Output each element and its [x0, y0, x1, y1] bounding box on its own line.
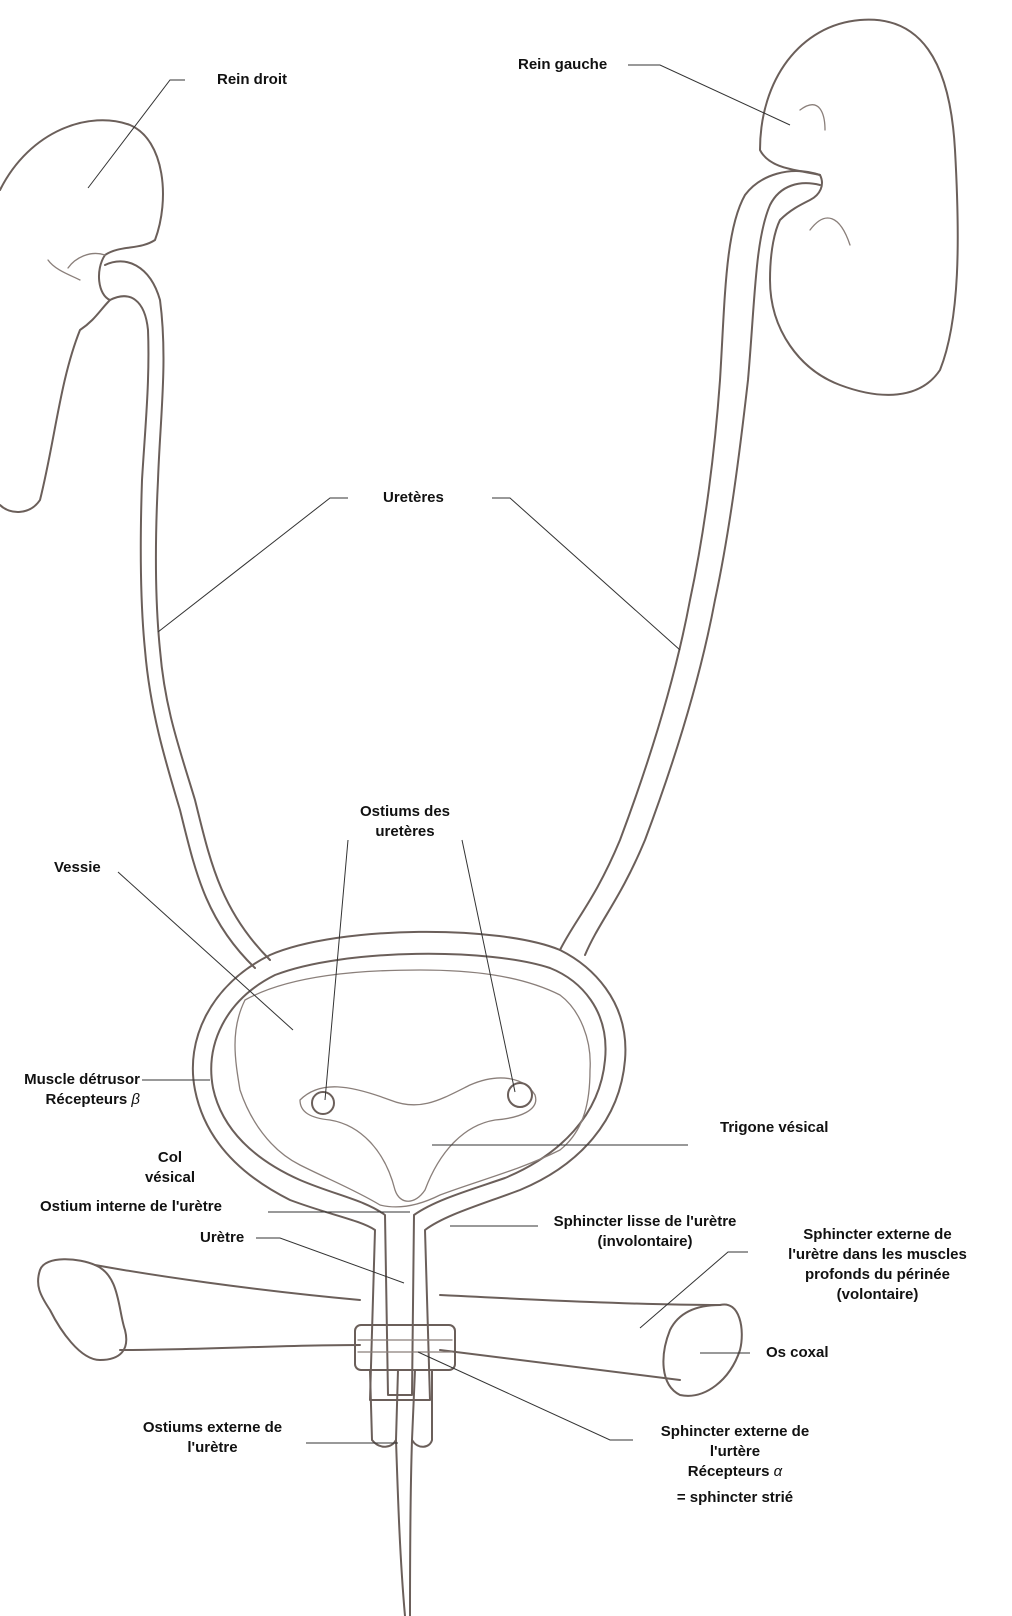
label-ureteres: Uretères	[383, 488, 444, 508]
label-col-line2: vésical	[130, 1168, 210, 1188]
label-sphincter-lisse: Sphincter lisse de l'urètre (involontair…	[540, 1212, 750, 1252]
label-trigone: Trigone vésical	[720, 1118, 828, 1138]
label-sphincter-strie: = sphincter strié	[640, 1488, 830, 1508]
label-sphincter-externe-line2: l'urtère	[640, 1442, 830, 1462]
label-muscle-detrusor-line1: Muscle détrusor	[0, 1070, 140, 1090]
label-sphincter-lisse-line2: (involontaire)	[540, 1232, 750, 1252]
label-rein-droit: Rein droit	[217, 70, 287, 90]
label-sphincter-externe: Sphincter externe de l'urtère Récepteurs…	[640, 1422, 830, 1508]
label-ostiums-ureteres-line2: uretères	[340, 822, 470, 842]
label-sphincter-externe-profond: Sphincter externe de l'urètre dans les m…	[770, 1225, 985, 1305]
label-recepteurs-alpha: Récepteurs α	[640, 1462, 830, 1482]
label-uretre: Urètre	[200, 1228, 244, 1248]
label-sphincter-externe-line1: Sphincter externe de	[640, 1422, 830, 1442]
alpha-symbol: α	[774, 1463, 783, 1480]
beta-symbol: β	[131, 1091, 140, 1108]
label-recepteurs-beta: Récepteurs β	[0, 1090, 140, 1110]
label-rein-gauche: Rein gauche	[518, 55, 607, 75]
label-muscle-detrusor: Muscle détrusor Récepteurs β	[0, 1070, 140, 1110]
right-ureter	[105, 261, 270, 968]
label-ostiums-externe-line2: l'urètre	[130, 1438, 295, 1458]
left-ureter	[560, 171, 820, 955]
bladder	[193, 932, 626, 1400]
label-col-line1: Col	[130, 1148, 210, 1168]
label-ostiums-ureteres: Ostiums des uretères	[340, 802, 470, 842]
label-col-vesical: Col vésical	[130, 1148, 210, 1188]
label-os-coxal: Os coxal	[766, 1343, 829, 1363]
label-vessie: Vessie	[54, 858, 101, 878]
label-recepteurs-beta-text: Récepteurs	[46, 1091, 128, 1108]
label-ostiums-externe: Ostiums externe de l'urètre	[130, 1418, 295, 1458]
label-sphincter-externe-profond-line2: l'urètre dans les muscles	[770, 1245, 985, 1265]
label-ostium-interne: Ostium interne de l'urètre	[40, 1197, 222, 1217]
right-kidney	[0, 120, 163, 512]
label-ostiums-ureteres-line1: Ostiums des	[340, 802, 470, 822]
label-sphincter-externe-profond-line1: Sphincter externe de	[770, 1225, 985, 1245]
label-ostiums-externe-line1: Ostiums externe de	[130, 1418, 295, 1438]
pelvic-bones	[38, 1259, 742, 1396]
label-sphincter-externe-profond-line3: profonds du périnée	[770, 1265, 985, 1285]
label-sphincter-externe-profond-line4: (volontaire)	[770, 1285, 985, 1305]
urethra	[370, 1370, 432, 1616]
label-sphincter-lisse-line1: Sphincter lisse de l'urètre	[540, 1212, 750, 1232]
label-recepteurs-alpha-text: Récepteurs	[688, 1463, 770, 1480]
left-kidney	[760, 20, 958, 395]
